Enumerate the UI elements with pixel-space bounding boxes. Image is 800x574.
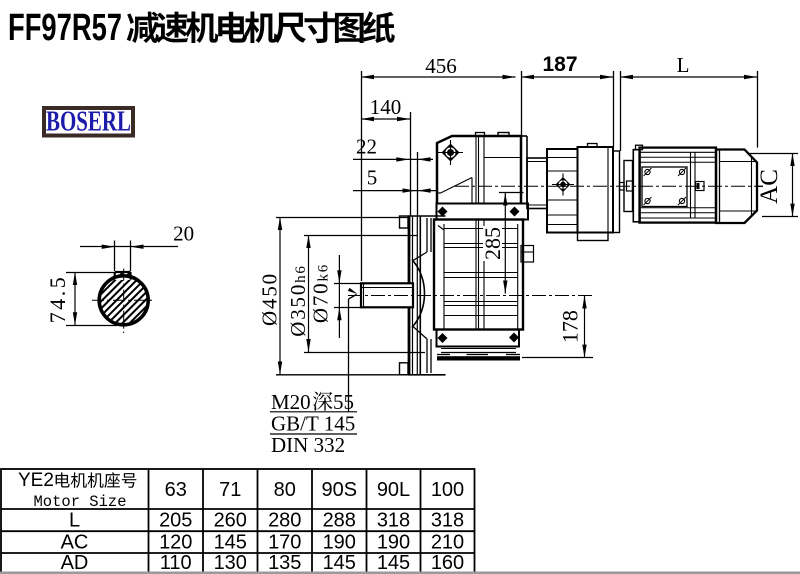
svg-text:190: 190 <box>377 532 410 554</box>
svg-text:318: 318 <box>377 510 410 532</box>
svg-text:AD: AD <box>61 552 89 574</box>
svg-text:90S: 90S <box>321 479 357 501</box>
svg-text:80: 80 <box>274 479 296 501</box>
svg-text:FF97R57: FF97R57 <box>8 7 122 49</box>
svg-text:190: 190 <box>323 532 356 554</box>
svg-text:22: 22 <box>356 135 377 159</box>
svg-text:100: 100 <box>431 479 464 501</box>
svg-text:135: 135 <box>268 552 301 574</box>
svg-text:187: 187 <box>542 53 577 76</box>
svg-text:71: 71 <box>219 479 241 501</box>
svg-text:280: 280 <box>268 510 301 532</box>
svg-text:145: 145 <box>377 552 410 574</box>
svg-text:DIN 332: DIN 332 <box>271 433 345 457</box>
svg-text:Ø450: Ø450 <box>258 272 282 326</box>
svg-text:Motor Size: Motor Size <box>33 493 126 511</box>
svg-text:20: 20 <box>173 222 194 246</box>
svg-text:L: L <box>69 510 80 532</box>
svg-text:GB/T 145: GB/T 145 <box>271 412 355 436</box>
svg-text:Ø70k6: Ø70k6 <box>309 263 333 323</box>
svg-text:AC: AC <box>756 169 783 204</box>
svg-text:M20: M20 <box>271 390 311 414</box>
svg-text:285: 285 <box>480 227 505 260</box>
svg-text:55: 55 <box>333 390 354 414</box>
svg-text:210: 210 <box>431 532 464 554</box>
svg-text:318: 318 <box>431 510 464 532</box>
svg-text:145: 145 <box>214 532 247 554</box>
svg-text:AC: AC <box>61 532 89 554</box>
svg-text:63: 63 <box>165 479 187 501</box>
svg-text:5: 5 <box>367 166 378 190</box>
svg-text:178: 178 <box>558 310 583 343</box>
svg-text:YE2: YE2 <box>18 470 54 491</box>
svg-text:110: 110 <box>160 552 192 574</box>
svg-text:L: L <box>677 53 690 77</box>
svg-text:170: 170 <box>268 532 301 554</box>
svg-text:74.5: 74.5 <box>45 275 70 324</box>
svg-text:140: 140 <box>370 95 402 119</box>
svg-text:90L: 90L <box>377 479 410 501</box>
svg-text:130: 130 <box>214 552 247 574</box>
svg-text:160: 160 <box>431 552 464 574</box>
svg-text:120: 120 <box>159 532 192 554</box>
svg-text:260: 260 <box>214 510 247 532</box>
svg-text:205: 205 <box>159 510 192 532</box>
svg-text:Ø350h6: Ø350h6 <box>286 264 310 336</box>
svg-text:145: 145 <box>323 552 356 574</box>
svg-text:288: 288 <box>323 510 356 532</box>
svg-text:BOSERL: BOSERL <box>46 107 131 138</box>
svg-text:456: 456 <box>425 54 457 78</box>
